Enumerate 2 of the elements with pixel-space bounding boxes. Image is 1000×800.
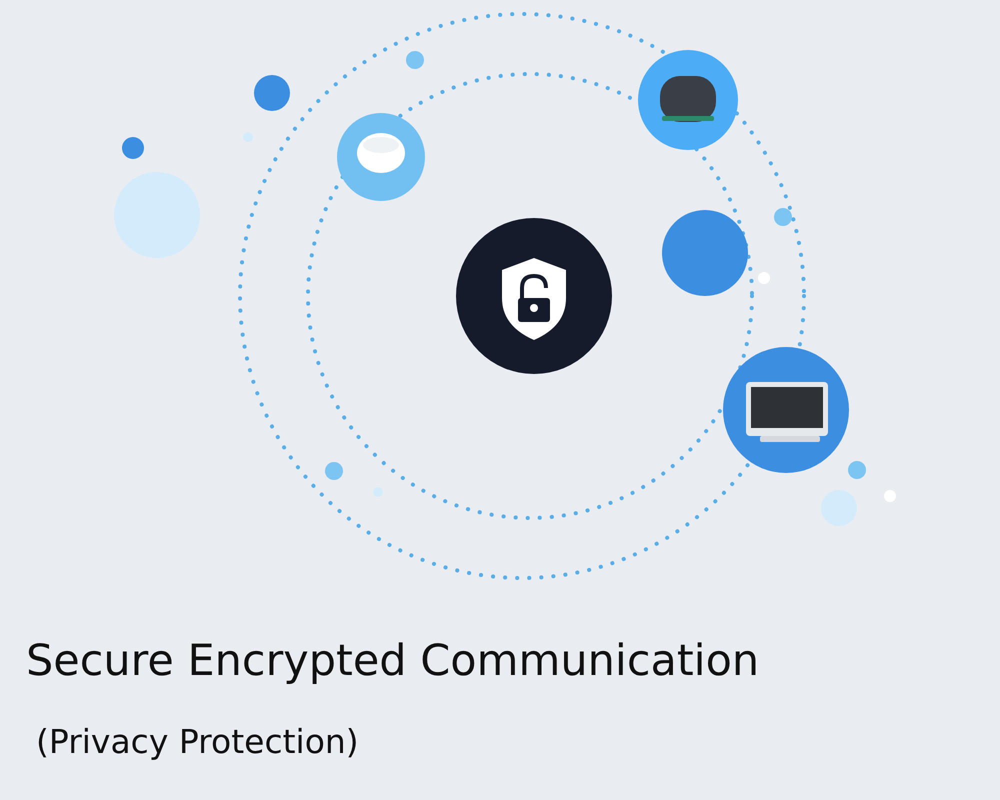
heading: Secure Encrypted Communication: [26, 636, 760, 686]
caption: (Privacy Protection): [36, 722, 359, 761]
